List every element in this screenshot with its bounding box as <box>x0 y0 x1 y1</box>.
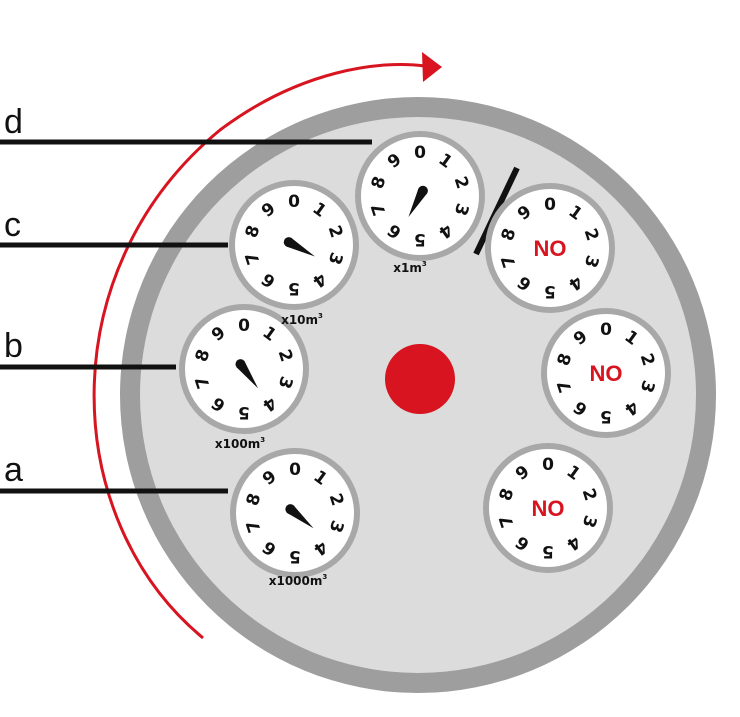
leader-label-d: d <box>4 103 23 141</box>
dial-digit: 3 <box>450 201 473 218</box>
dial-digit: 3 <box>324 250 347 267</box>
dial-digit: 0 <box>544 195 556 215</box>
dial-digit: 3 <box>274 374 297 391</box>
unit-label-x1: x1m3 <box>393 260 427 275</box>
dial-face <box>483 443 613 573</box>
dial-digit: 7 <box>496 513 519 530</box>
dial-pointer-hub <box>235 359 246 370</box>
dial-digit: 5 <box>288 278 300 298</box>
dial-face <box>485 183 615 313</box>
dial-digit: 7 <box>498 253 521 270</box>
dial-digit: 2 <box>580 226 603 243</box>
dial-digit: 2 <box>324 223 347 240</box>
dial-pointer-hub <box>283 237 294 248</box>
dial-digit: 5 <box>289 546 301 566</box>
dial-digit: 3 <box>636 378 659 395</box>
leader-label-b: b <box>4 327 23 365</box>
rotation-arrow-icon <box>92 52 442 640</box>
dial-digit: 5 <box>542 541 554 561</box>
dial-digit: 0 <box>289 460 301 480</box>
dial-digit: 2 <box>578 486 601 503</box>
dial-digit: 8 <box>243 491 266 508</box>
dial-digit: 8 <box>496 486 519 503</box>
red-center-dot <box>385 344 455 414</box>
dial-digit: 7 <box>554 378 577 395</box>
unit-label-x100: x100m3 <box>215 436 265 451</box>
no-label: NO <box>590 361 623 386</box>
dial-digit: 0 <box>542 455 554 475</box>
dial-digit: 7 <box>243 518 266 535</box>
dial-digit: 8 <box>368 174 391 191</box>
no-label: NO <box>532 496 565 521</box>
dial-digit: 0 <box>288 192 300 212</box>
dial-digit: 5 <box>414 229 426 249</box>
dial-digit: 8 <box>242 223 265 240</box>
leader-lines <box>0 139 372 494</box>
dial-separator <box>473 166 520 256</box>
dial-digit: 8 <box>498 226 521 243</box>
dial-pointer-hub <box>285 504 296 515</box>
dial-digit: 2 <box>325 491 348 508</box>
dial-digit: 3 <box>580 253 603 270</box>
dial-digit: 2 <box>450 174 473 191</box>
dial-digit: 5 <box>238 402 250 422</box>
leader-label-a: a <box>4 451 23 489</box>
dial-digit: 3 <box>325 518 348 535</box>
dial-face <box>541 308 671 438</box>
dial-digit: 0 <box>600 320 612 340</box>
dial-digit: 5 <box>544 281 556 301</box>
no-label: NO <box>534 236 567 261</box>
dial-digit: 0 <box>238 316 250 336</box>
dial-digit: 3 <box>578 513 601 530</box>
leader-label-c-text: c <box>4 206 21 244</box>
dial-digit: 8 <box>554 351 577 368</box>
dial-digit: 7 <box>242 250 265 267</box>
unit-label-x1000: x1000m3 <box>269 573 328 588</box>
unit-label-x10: x10m3 <box>281 312 323 327</box>
dial-digit: 2 <box>636 351 659 368</box>
dial-digit: 5 <box>600 406 612 426</box>
dial-digit: 2 <box>274 347 297 364</box>
dial-pointer-hub <box>417 185 428 196</box>
dial-digit: 0 <box>414 143 426 163</box>
dial-digit: 7 <box>368 201 391 218</box>
dial-digit: 8 <box>192 347 215 364</box>
dial-digit: 7 <box>192 374 215 391</box>
